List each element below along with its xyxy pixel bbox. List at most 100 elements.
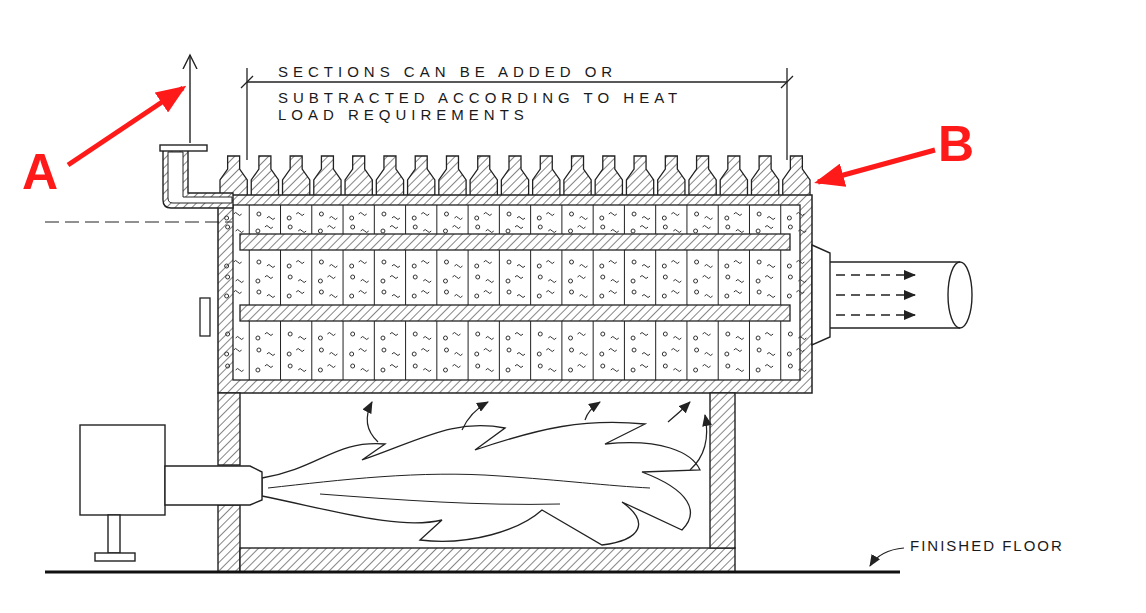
- steam-bubble: [538, 332, 542, 336]
- water-ripple: [640, 276, 648, 279]
- dimension-note: SUBTRACTED ACCORDING TO HEAT LOAD REQUIR…: [278, 89, 748, 123]
- steam-bubble: [381, 229, 385, 233]
- steam-bubble: [757, 212, 761, 216]
- water-ripple: [359, 213, 367, 216]
- steam-bubble: [256, 229, 260, 233]
- furnace-walls-part: [218, 505, 240, 572]
- steam-bubble: [225, 352, 229, 356]
- water-ripple: [580, 265, 588, 268]
- steam-bubble: [382, 290, 386, 294]
- flue-gas-arrows-part: [836, 274, 915, 275]
- water-ripple: [546, 349, 554, 352]
- steam-bubble: [225, 264, 229, 268]
- water-ripple: [359, 349, 367, 352]
- water-ripple: [515, 276, 523, 279]
- smoke-outlet-part: [960, 262, 972, 328]
- dimension-note: SECTIONS CAN BE ADDED OR: [278, 63, 748, 80]
- steam-bubble: [787, 264, 791, 268]
- water-ripple: [486, 369, 494, 372]
- water-ripple: [796, 349, 804, 352]
- water-ripple: [703, 276, 711, 279]
- steam-bubble: [257, 260, 261, 264]
- water-ripple: [327, 226, 335, 229]
- water-ripple: [361, 337, 369, 340]
- section-fin: [626, 156, 653, 196]
- water-ripple: [578, 226, 586, 229]
- water-ripple: [765, 365, 773, 368]
- steam-bubble: [444, 212, 448, 216]
- section-joint: [749, 205, 750, 380]
- steam-bubble: [506, 279, 510, 283]
- water-ripple: [327, 365, 335, 368]
- steam-bubble: [632, 260, 636, 264]
- water-ripple: [421, 261, 429, 264]
- water-ripple: [298, 337, 306, 340]
- water-ripple: [298, 230, 306, 233]
- water-ripple: [392, 353, 400, 356]
- section-fin: [376, 156, 403, 196]
- water-ripple: [642, 265, 650, 268]
- water-ripple: [423, 337, 431, 340]
- water-ripple: [580, 295, 588, 298]
- steam-bubble: [570, 212, 574, 216]
- water-ripple: [548, 337, 556, 340]
- water-ripple: [705, 353, 713, 356]
- water-ripple: [736, 280, 744, 283]
- water-ripple: [236, 280, 244, 283]
- callout-arrow: [68, 88, 183, 165]
- section-fin: [751, 156, 778, 196]
- steam-bubble: [695, 212, 699, 216]
- water-ripple: [671, 213, 679, 216]
- flue-gas-arrows-part: [836, 294, 915, 295]
- water-ripple: [454, 265, 462, 268]
- water-ripple: [705, 295, 713, 298]
- steam-bubble: [600, 352, 604, 356]
- smoke-outlet: [812, 245, 972, 345]
- water-ripple: [517, 295, 525, 298]
- water-ripple: [329, 217, 337, 220]
- steam-bubble: [570, 290, 574, 294]
- water-ripple: [580, 353, 588, 356]
- oil-burner-part: [95, 553, 135, 561]
- section-fin: [564, 156, 591, 196]
- water-ripple: [703, 333, 711, 336]
- steam-bubble: [726, 364, 730, 368]
- steam-bubble: [787, 294, 791, 298]
- water-ripple: [423, 369, 431, 372]
- steam-bubble: [351, 275, 355, 279]
- hot-gas-arrows-part: [367, 402, 378, 442]
- water-ripple: [767, 217, 775, 220]
- smoke-outlet-part: [830, 327, 960, 328]
- furnace-walls: [218, 393, 735, 572]
- water-ripple: [517, 265, 525, 268]
- water-ripple: [609, 261, 617, 264]
- section-joint: [343, 205, 344, 380]
- water-ripple: [673, 369, 681, 372]
- steam-bubble: [600, 264, 604, 268]
- callout-letter: B: [938, 118, 974, 170]
- steam-bubble: [601, 332, 605, 336]
- water-ripple: [296, 349, 304, 352]
- water-ripple: [642, 217, 650, 220]
- dimension-bracket: [241, 68, 793, 160]
- steam-bubble: [256, 336, 260, 340]
- steam-bubble: [569, 279, 573, 283]
- hot-gas-arrows-part: [690, 415, 707, 470]
- steam-bubble: [225, 294, 229, 298]
- steam-bubble: [319, 260, 323, 264]
- water-ripple: [236, 369, 244, 372]
- steam-bubble: [570, 260, 574, 264]
- water-ripple: [734, 261, 742, 264]
- water-ripple: [390, 276, 398, 279]
- steam-bubble: [350, 216, 354, 220]
- water-ripple: [673, 230, 681, 233]
- steam-bubble: [506, 229, 510, 233]
- section-joint: [593, 205, 594, 380]
- water-ripple: [484, 349, 492, 352]
- dimension-note-text: SUBTRACTED ACCORDING TO HEAT LOAD REQUIR…: [278, 89, 748, 123]
- steam-bubble: [444, 290, 448, 294]
- steam-bubble: [632, 290, 636, 294]
- water-ripple: [265, 226, 273, 229]
- steam-bubble: [412, 294, 416, 298]
- steam-bubble: [225, 216, 229, 220]
